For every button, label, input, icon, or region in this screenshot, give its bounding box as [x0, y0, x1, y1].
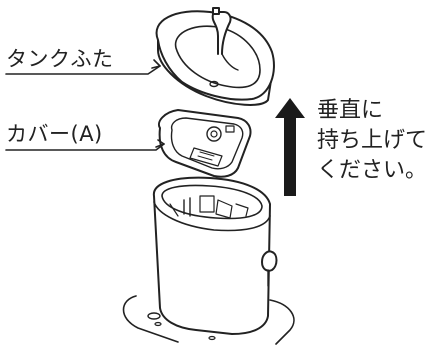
tank-lid-label: タンクふた: [6, 47, 114, 71]
tank-body: [122, 176, 295, 345]
instruction-line-3: ください。: [317, 158, 428, 183]
up-arrow-icon: [275, 98, 305, 196]
leader-line-cover-a: [5, 139, 165, 151]
cover-a-part: [158, 109, 252, 178]
instruction-line-2: 持ち上げて: [317, 128, 428, 153]
leader-line-tank-lid: [5, 59, 161, 75]
instruction-text: 垂直に 持ち上げて ください。: [317, 96, 427, 186]
instruction-line-1: 垂直に: [317, 98, 384, 123]
cover-a-label: カバー(A): [6, 122, 103, 146]
tank-lid: [155, 7, 275, 106]
